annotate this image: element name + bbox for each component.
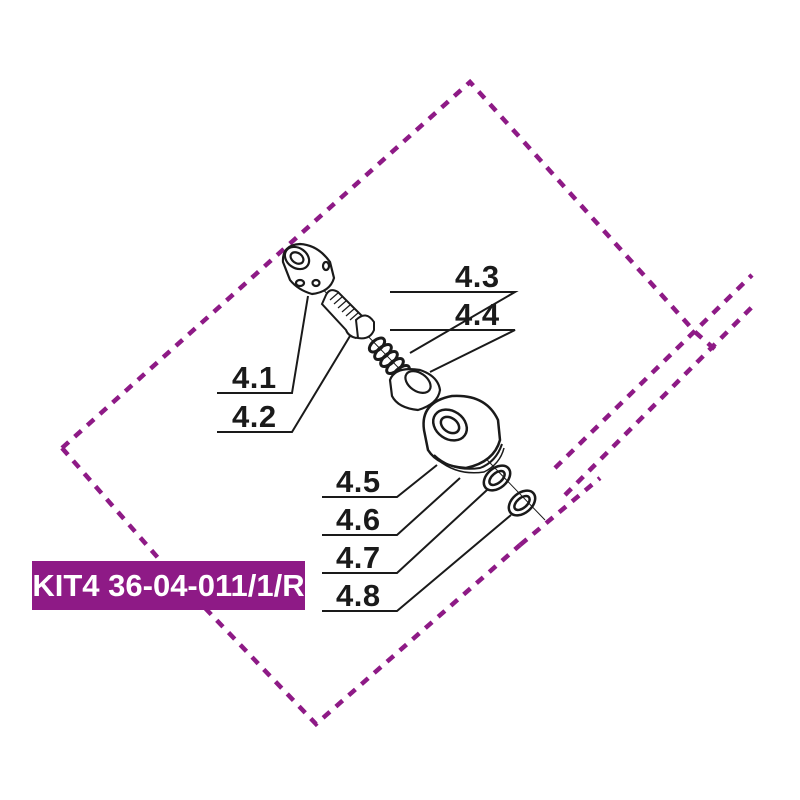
part-4-3-spring [367, 336, 411, 382]
part-4-7-o-ring [482, 464, 512, 492]
leader-4-8 [322, 514, 512, 612]
leader-4-6 [322, 477, 461, 536]
callout-4-4: 4.4 [455, 297, 500, 332]
leader-4-1 [217, 295, 309, 394]
leader-4-3 [390, 291, 519, 354]
leader-4-4 [390, 329, 516, 373]
callout-4-1: 4.1 [232, 360, 277, 395]
callout-4-6: 4.6 [336, 502, 381, 537]
leader-4-5 [322, 464, 438, 498]
callout-4-5: 4.5 [336, 464, 381, 499]
leader-4-2 [217, 335, 351, 433]
callout-4-3: 4.3 [455, 259, 500, 294]
part-4-8-o-ring [507, 489, 537, 517]
dashed-group-outline [60, 78, 756, 728]
callout-4-7: 4.7 [336, 540, 381, 575]
kit-code-badge: KIT4 36-04-011/1/R [32, 561, 305, 610]
callout-4-8: 4.8 [336, 578, 381, 613]
part-4-1-cap-nut [281, 242, 336, 296]
part-4-5-valve-disc [422, 394, 505, 474]
leader-4-7 [322, 489, 488, 574]
part-4-4-spring-seat [388, 368, 442, 412]
part-4-2-threaded-stem [320, 289, 375, 340]
callout-4-2: 4.2 [232, 399, 277, 434]
leader-lines [217, 291, 519, 612]
